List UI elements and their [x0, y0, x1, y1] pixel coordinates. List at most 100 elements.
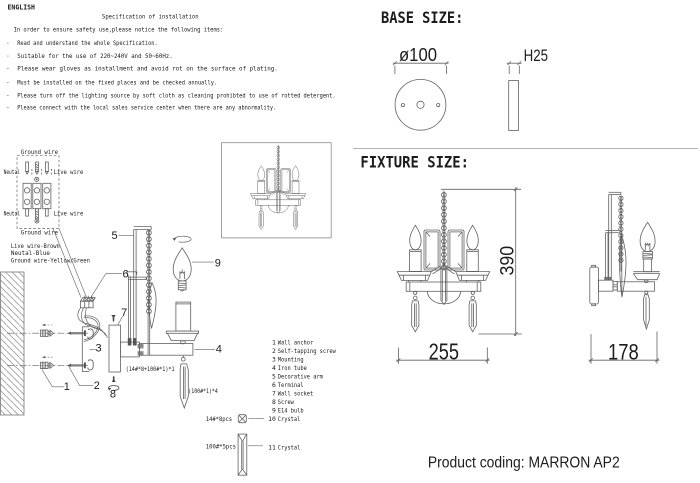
wire-key-live: Live wire-Brown	[11, 242, 60, 250]
part-name-1: Wall anchor	[278, 339, 314, 347]
part-name-2: Self-tapping screw	[278, 347, 336, 355]
crystal-long-qty: 100#*5pcs	[206, 442, 236, 450]
part-num-6: 6	[272, 381, 276, 389]
bullet-2: ·	[6, 52, 10, 60]
part-name-5: Decorative arm	[278, 373, 323, 381]
part-num-1: 1	[272, 339, 276, 347]
dim-255-label: 255	[429, 338, 459, 364]
safety-item-5: Please turn off the lighting source by s…	[17, 92, 336, 100]
wall-section	[0, 271, 25, 416]
callout-3: 3	[96, 343, 102, 355]
fixture-size-title: FIXTURE SIZE:	[360, 153, 469, 172]
base-side-view	[508, 80, 519, 131]
parts-list: 1 Wall anchor 2 Self-tapping screw 3 Mou…	[268, 339, 336, 452]
callout-2: 2	[94, 380, 100, 392]
base-top-view	[394, 79, 447, 131]
installation-diagram	[0, 226, 216, 416]
ground-wire-top-label: Ground wire	[21, 148, 58, 156]
part-name-9: E14 bulb	[278, 407, 304, 415]
crystal-set-label: (100#*1)*4	[188, 387, 218, 395]
dimension-labels: ø100 H25 255 178 390	[399, 44, 639, 364]
language-label: ENGLISH	[8, 4, 36, 12]
neutral-top-label: Neutal	[4, 168, 21, 176]
dim-255	[396, 347, 490, 364]
live-top-label: Live wire	[54, 168, 84, 176]
assembled-view-box	[221, 142, 332, 239]
base-size-title: BASE SIZE:	[381, 8, 463, 27]
live-bottom-label: Live wire	[54, 210, 84, 218]
callout-4: 4	[216, 344, 222, 356]
crystal-long-icon	[237, 433, 248, 476]
callout-6: 6	[123, 269, 129, 281]
wiring-labels: Ground wire Neutal Live wire Neutal Live…	[4, 148, 90, 264]
hanging-crystal	[179, 355, 189, 410]
crystal-small-icon	[237, 414, 247, 424]
part-num-3: 3	[272, 356, 276, 364]
packing-icons	[237, 414, 264, 476]
dim-diameter-label: ø100	[399, 44, 437, 65]
bullet-4: ·	[6, 78, 10, 86]
fixture-side-view	[588, 191, 661, 364]
bullet-6: ·	[6, 104, 10, 112]
part-num-7: 7	[272, 390, 276, 398]
part-name-8: Screw	[278, 398, 294, 406]
part-num-8: 8	[272, 398, 276, 406]
base-height-dim	[506, 61, 522, 74]
safety-items: · Read and understand the whole Specific…	[6, 39, 336, 112]
wire-key-ground: Ground wire-Yellow/Green	[11, 256, 90, 264]
callout-9: 9	[215, 258, 221, 270]
part-name-4: Iron tube	[278, 364, 307, 372]
text-layer: ENGLISH Specification of installation In…	[4, 4, 639, 472]
base-size-drawing	[392, 61, 522, 131]
product-coding: Product coding: MARRON AP2	[428, 455, 620, 472]
neutral-bottom-label: Neutal	[4, 210, 21, 218]
part-num-11: 11	[268, 444, 276, 452]
part-name-10: Crystal	[278, 415, 301, 423]
callout-8: 8	[110, 389, 116, 401]
wire-key-neutral: Neutal-Blue	[11, 249, 50, 257]
candle-holder	[165, 301, 200, 345]
safety-item-4: Must be installed on the fixed places an…	[17, 78, 217, 86]
part-name-6: Terminal	[278, 381, 304, 389]
dim-178-label: 178	[608, 339, 639, 364]
e14-bulb	[172, 235, 192, 292]
spec-intro: In order to ensure safety use,please not…	[14, 26, 224, 34]
callout-numbers: 1 2 3 4 5 6 7 8 9	[64, 230, 222, 401]
spec-title: Specification of installation	[102, 12, 199, 20]
callout-1: 1	[64, 381, 70, 393]
part-name-11: Crystal	[278, 444, 301, 452]
part-name-7: Wall socket	[278, 390, 314, 398]
part-num-4: 4	[272, 364, 276, 372]
ground-wire-bottom-label: Ground wire	[21, 229, 58, 237]
anchor-screw-bottom	[40, 356, 86, 370]
safety-item-1: Read and understand the whole Specificat…	[17, 39, 158, 47]
part-num-2: 2	[272, 347, 276, 355]
safety-item-6: Please connect with the local sales serv…	[17, 104, 276, 112]
safety-item-2: Suitable for the use of 220~240V and 50~…	[17, 52, 173, 60]
safety-item-3: Please wear gloves as installment and av…	[17, 65, 278, 73]
anchor-screw-top	[40, 323, 86, 338]
bullet-5: ·	[6, 92, 10, 100]
base-diameter-dim	[392, 61, 449, 74]
dim-h25-label: H25	[524, 47, 548, 65]
fixture-front-view	[396, 187, 522, 364]
bullet-1: ·	[6, 39, 10, 47]
terminal-detail	[16, 155, 87, 298]
dim-178	[588, 331, 660, 364]
part-name-3: Mounting	[278, 356, 304, 364]
arm-set-label: (14#*8+100#*1)*1	[126, 365, 175, 373]
wires	[77, 307, 108, 342]
part-num-9: 9	[272, 407, 276, 415]
terminal-item	[79, 295, 96, 309]
callout-5: 5	[111, 230, 117, 242]
part-num-5: 5	[272, 373, 276, 381]
wall-socket	[107, 315, 121, 391]
decorative-arm	[128, 226, 157, 356]
callout-7: 7	[121, 307, 127, 319]
crystal-small-qty: 14#*8pcs	[206, 415, 232, 423]
packing-labels: (14#*8+100#*1)*1 (100#*1)*4 14#*8pcs 100…	[126, 365, 236, 450]
dim-390	[441, 187, 522, 337]
bullet-3: ·	[6, 65, 10, 73]
